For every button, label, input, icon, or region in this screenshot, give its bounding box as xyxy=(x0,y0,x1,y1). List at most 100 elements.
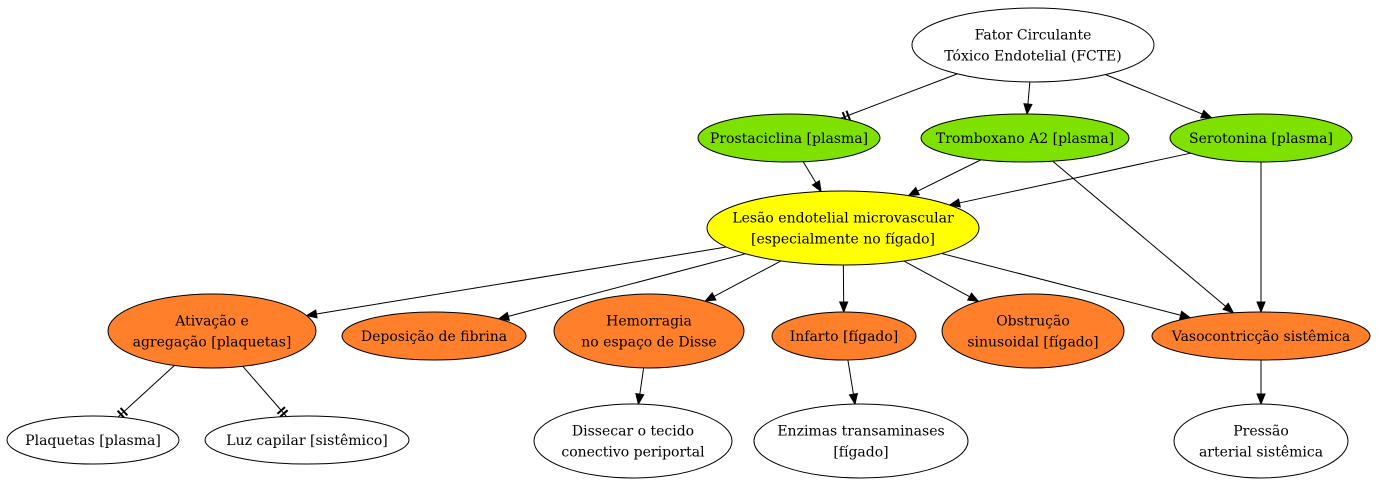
arrowhead-icon xyxy=(635,392,645,406)
edge-ativacao-to-luz xyxy=(242,366,289,418)
arrowhead-icon xyxy=(948,198,961,208)
edge-hemorragia-to-dissecar xyxy=(635,367,645,406)
edge-infarto-to-enzimas xyxy=(847,359,859,406)
arrowhead-icon xyxy=(497,311,511,321)
inhibition-bar-icon xyxy=(116,409,126,419)
edge-line xyxy=(847,359,854,395)
arrowhead-icon xyxy=(1256,393,1266,406)
edge-line xyxy=(639,367,645,395)
node-ellipse xyxy=(1169,113,1353,163)
node-label: Deposição de fibrina xyxy=(361,329,507,345)
node-ellipse xyxy=(204,415,410,465)
edge-line xyxy=(713,260,782,297)
edge-lesao-to-ativacao xyxy=(305,246,727,319)
node-label: Prostaciclina [plasma] xyxy=(710,131,868,147)
node-label: Tromboxano A2 [plasma] xyxy=(936,131,1114,147)
edge-lesao-to-hemorragia xyxy=(704,260,782,302)
node-label: Lesão endotelial microvascular xyxy=(732,211,954,227)
edge-line xyxy=(508,253,746,317)
node-deposicao: Deposição de fibrina xyxy=(341,311,527,361)
edge-line xyxy=(117,365,175,418)
node-label: Tóxico Endotelial (FCTE) xyxy=(944,49,1121,65)
edge-lesao-to-infarto xyxy=(838,264,849,314)
node-lesao: Lesão endotelial microvascular [especialm… xyxy=(706,190,980,266)
edge-lesao-to-obstrucao xyxy=(903,260,980,303)
edge-line xyxy=(959,152,1191,204)
arrowhead-icon xyxy=(704,292,717,302)
edge-tromboxano-to-vasoconstricao xyxy=(1052,160,1235,314)
edge-fcte-to-serotonina xyxy=(1105,74,1213,119)
node-label: Serotonina [plasma] xyxy=(1189,131,1333,147)
arrowhead-icon xyxy=(1222,302,1235,314)
node-plaquetas: Plaquetas [plasma] xyxy=(6,415,180,465)
node-label: Enzimas transaminases xyxy=(777,424,944,440)
node-label: Fator Circulante xyxy=(975,28,1092,44)
node-tromboxano: Tromboxano A2 [plasma] xyxy=(920,113,1130,163)
edge-line xyxy=(840,73,958,119)
node-label: Hemorragia xyxy=(606,314,692,330)
edge-serotonina-to-vasoconstricao xyxy=(1256,162,1266,314)
inhibition-bar-icon xyxy=(845,110,851,121)
node-dissecar: Dissecar o tecido conectivo periportal xyxy=(533,403,733,479)
node-label: Vasocontricção sistêmica xyxy=(1171,329,1350,345)
arrowhead-icon xyxy=(907,186,921,197)
node-ellipse xyxy=(911,7,1155,83)
edge-line xyxy=(941,252,1181,316)
node-ellipse xyxy=(706,190,980,266)
node-label: [fígado] xyxy=(833,445,888,461)
arrowhead-icon xyxy=(848,392,859,406)
node-label: Obstrução xyxy=(996,314,1070,330)
inhibition-bar-icon xyxy=(276,406,286,415)
inhibition-bar-icon xyxy=(119,407,129,417)
node-ellipse xyxy=(1151,311,1371,361)
node-serotonina: Serotonina [plasma] xyxy=(1169,113,1353,163)
node-label: Ativação e xyxy=(174,314,249,330)
arrowhead-icon xyxy=(811,180,822,193)
node-ellipse xyxy=(107,293,317,369)
edge-ativacao-to-plaquetas xyxy=(116,365,175,419)
arrowhead-icon xyxy=(305,309,318,319)
edge-vasoconstricao-to-pressao xyxy=(1256,360,1266,406)
edges-layer xyxy=(116,73,1266,419)
arrowhead-icon xyxy=(1200,109,1213,119)
edge-line xyxy=(1105,74,1203,115)
node-ellipse xyxy=(920,113,1130,163)
node-ellipse xyxy=(753,403,969,479)
node-ellipse xyxy=(941,293,1125,369)
node-ellipse xyxy=(697,113,881,163)
arrowhead-icon xyxy=(1023,103,1033,116)
inhibition-bar-icon xyxy=(279,409,289,418)
edge-fcte-to-tromboxano xyxy=(1023,81,1033,116)
edge-line xyxy=(917,159,982,192)
edge-fcte-to-prostaciclina xyxy=(840,73,958,122)
node-label: Luz capilar [sistêmico] xyxy=(226,433,387,449)
node-label: [especialmente no fígado] xyxy=(751,232,935,248)
node-ellipse xyxy=(341,311,527,361)
node-label: Infarto [fígado] xyxy=(790,329,899,345)
arrowhead-icon xyxy=(838,301,849,314)
node-label: conectivo periportal xyxy=(561,445,705,461)
node-prostaciclina: Prostaciclina [plasma] xyxy=(697,113,881,163)
node-luz: Luz capilar [sistêmico] xyxy=(204,415,410,465)
node-label: Pressão xyxy=(1233,424,1289,440)
node-ellipse xyxy=(533,403,733,479)
node-ellipse xyxy=(553,293,745,369)
node-enzimas: Enzimas transaminases [fígado] xyxy=(753,403,969,479)
node-label: Dissecar o tecido xyxy=(572,424,694,440)
edge-lesao-to-deposicao xyxy=(497,253,746,321)
edge-line xyxy=(1027,81,1031,105)
edge-line xyxy=(316,246,727,315)
arrowhead-icon xyxy=(1256,301,1266,314)
edge-serotonina-to-lesao xyxy=(948,152,1191,208)
edge-line xyxy=(903,260,970,298)
node-label: no espaço de Disse xyxy=(581,335,716,351)
node-ellipse xyxy=(771,311,917,361)
node-label: Plaquetas [plasma] xyxy=(25,433,161,449)
edge-tromboxano-to-lesao xyxy=(907,159,982,197)
edge-line xyxy=(242,366,287,417)
